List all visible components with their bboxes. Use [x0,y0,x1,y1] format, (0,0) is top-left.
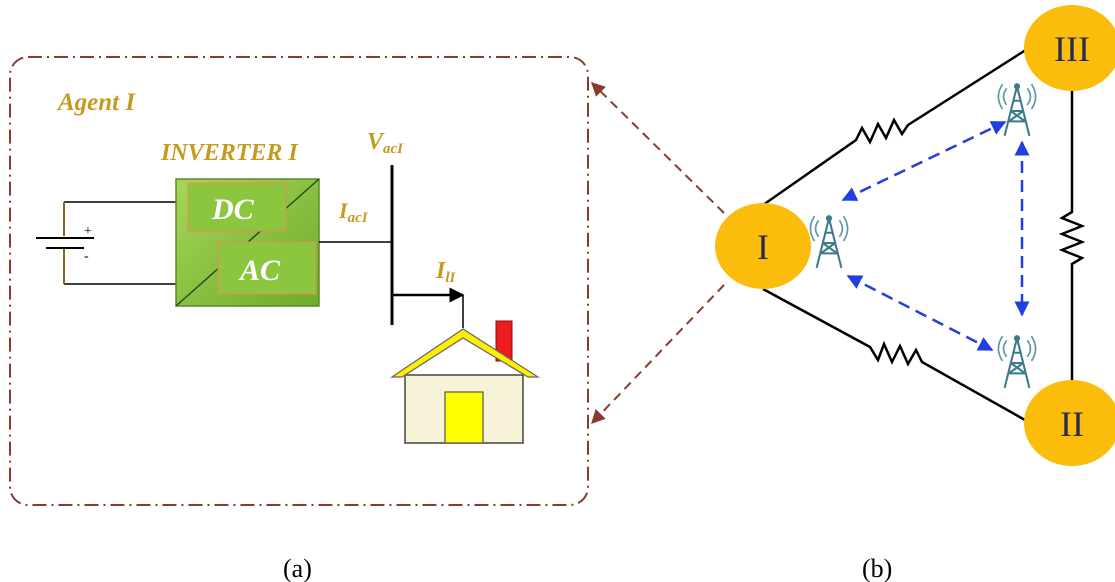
line-iii-ii [1058,90,1086,390]
antenna-tower-icon [997,82,1037,137]
node-i-label: I [757,227,769,267]
node-i: I [715,203,811,289]
line-i-iii [762,44,1033,207]
node-ii-label: II [1060,404,1084,444]
house-icon [390,320,541,444]
line-i-ii [762,287,1026,422]
caption-a: (a) [283,554,312,582]
agent-boundary [9,56,589,506]
inverter-label: INVERTER I [160,140,299,166]
panel-a: Agent I INVERTER I + - DC AC VacI [9,56,589,582]
current-label: IacI [338,198,369,226]
comm-arrow-i-iii [841,120,1007,202]
voltage-label: VacI [367,129,404,157]
link-arrow-bottom [591,284,725,425]
dc-label: DC [211,193,255,226]
node-ii: II [1024,380,1115,466]
antenna-tower-icon [997,334,1037,389]
comm-arrow-i-ii [846,274,994,352]
battery-plus: + [84,224,92,239]
link-arrow-top [591,82,725,214]
node-iii: III [1024,5,1115,91]
agent-label: Agent I [56,89,136,116]
battery-icon: + - [36,201,176,285]
inverter-block: DC AC [175,178,320,307]
ac-box [217,241,317,295]
load-current-label: IlI [435,258,457,286]
battery-minus: - [84,249,89,264]
node-iii-label: III [1054,29,1090,69]
antenna-tower-icon [809,214,849,269]
ac-label: AC [238,254,281,287]
caption-b: (b) [862,554,892,582]
dc-box [187,182,287,232]
panel-b: I III II (b) [715,5,1115,582]
